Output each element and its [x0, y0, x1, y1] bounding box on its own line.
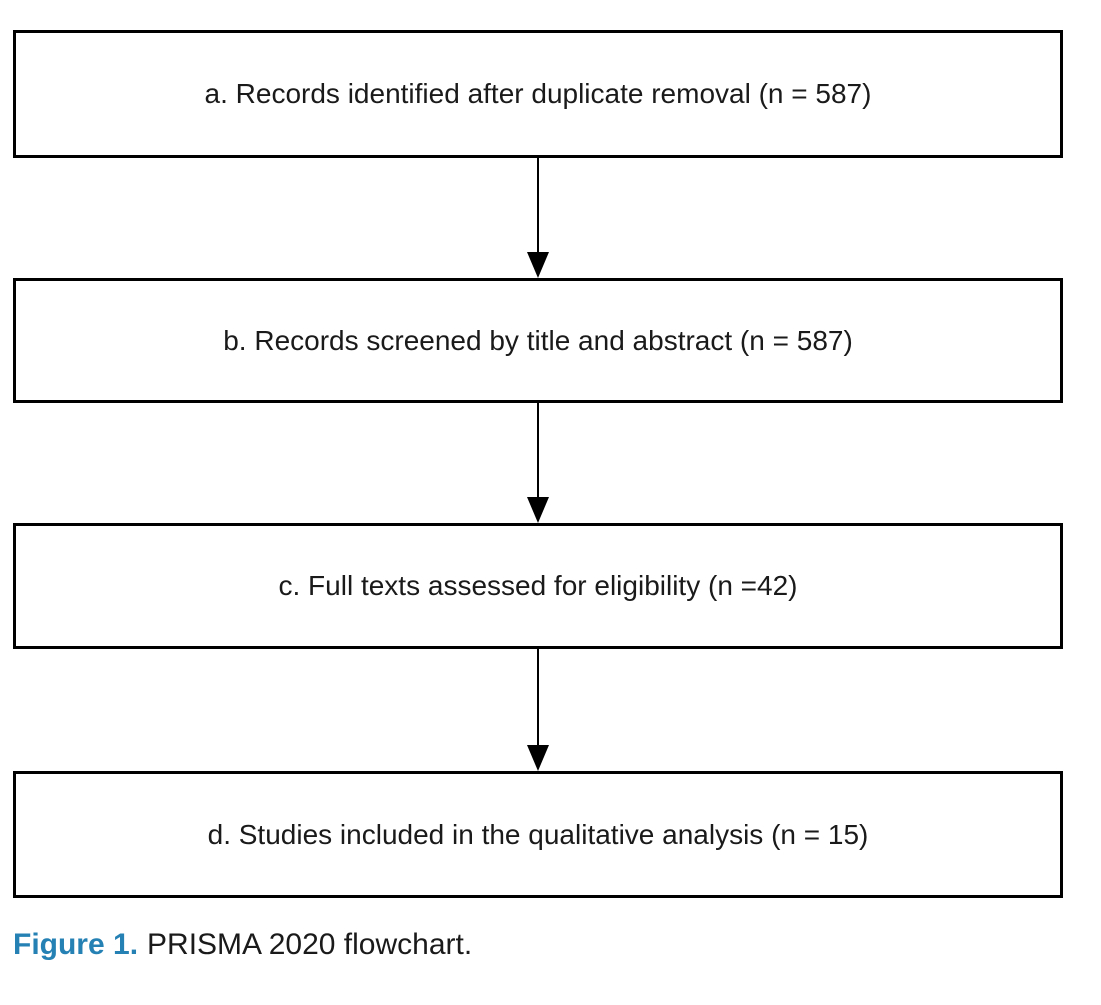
flow-box-label: d. Studies included in the qualitative a…: [207, 818, 869, 850]
down-arrow-icon: [527, 649, 549, 771]
figure-caption: Figure 1.PRISMA 2020 flowchart.: [13, 928, 472, 962]
down-arrow-icon: [527, 158, 549, 278]
flow-box-studies-included: d. Studies included in the qualitative a…: [13, 771, 1063, 898]
figure-caption-label: Figure 1.: [13, 928, 139, 961]
arrow-line: [537, 158, 539, 255]
arrow-head: [527, 745, 549, 771]
flow-box-label: b. Records screened by title and abstrac…: [223, 324, 853, 356]
arrow-head: [527, 252, 549, 278]
flow-box-records-identified: a. Records identified after duplicate re…: [13, 30, 1063, 158]
flow-box-records-screened: b. Records screened by title and abstrac…: [13, 278, 1063, 403]
flow-box-label: a. Records identified after duplicate re…: [204, 78, 872, 109]
flow-box-label: c. Full texts assessed for eligibility (…: [278, 570, 798, 601]
figure-caption-text: PRISMA 2020 flowchart.: [147, 928, 473, 961]
arrow-line: [537, 403, 539, 500]
arrow-line: [537, 649, 539, 748]
down-arrow-icon: [527, 403, 549, 523]
arrow-head: [527, 497, 549, 523]
flow-box-fulltexts-assessed: c. Full texts assessed for eligibility (…: [13, 523, 1063, 649]
